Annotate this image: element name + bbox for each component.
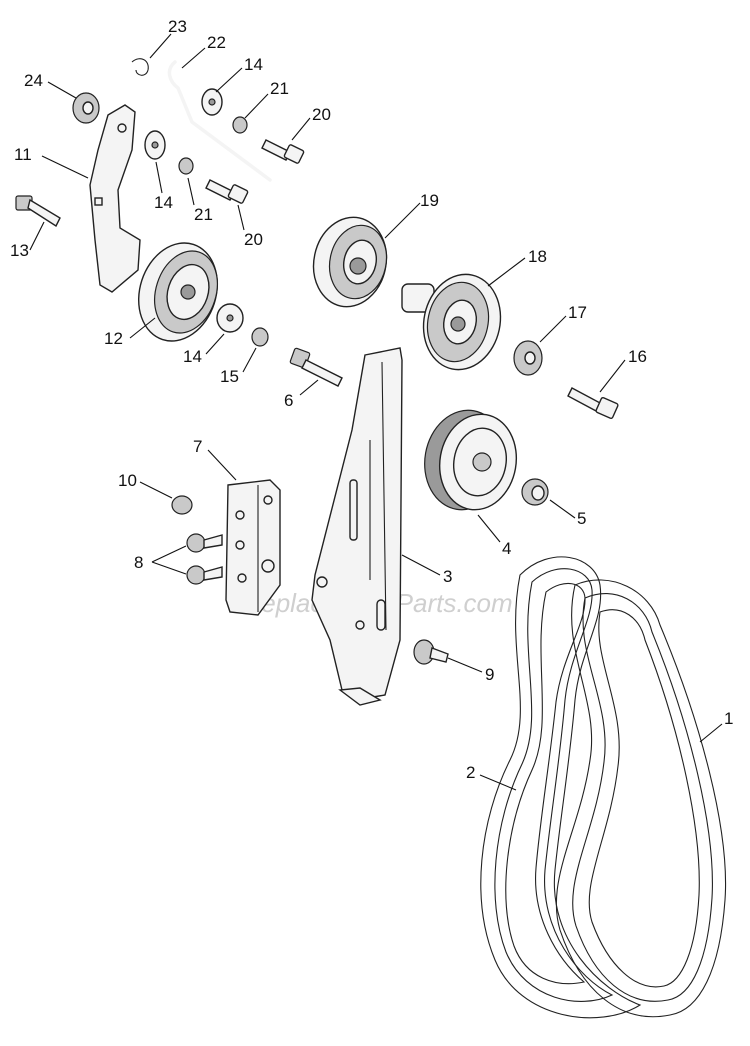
callout-11: 11: [14, 145, 32, 164]
bracket-11: [89, 104, 141, 293]
callout-16: 16: [628, 347, 647, 366]
callout-3: 3: [443, 567, 452, 586]
washer-14-low: [216, 303, 244, 333]
callout-4: 4: [502, 539, 511, 558]
callout-15: 15: [220, 367, 239, 386]
callout-8: 8: [134, 553, 143, 572]
callout-9: 9: [485, 665, 494, 684]
callout-6: 6: [284, 391, 293, 410]
pulley-4: [424, 409, 518, 511]
callout-21-mid: 21: [194, 205, 213, 224]
nut-21-mid: [178, 157, 194, 175]
bolt-16: [567, 387, 619, 420]
callout-2: 2: [466, 763, 475, 782]
mounting-plate-7: [225, 479, 281, 616]
nut-15: [251, 327, 269, 347]
callout-13: 13: [10, 241, 29, 260]
washer-14-mid: [144, 130, 166, 160]
bolt-20-mid: [205, 179, 249, 204]
leader-lines: [29, 33, 723, 791]
callout-7: 7: [193, 437, 202, 456]
rod-22: [167, 60, 272, 182]
nut-21-top: [232, 116, 248, 134]
idler-bracket-3: [311, 347, 403, 706]
callout-12: 12: [104, 329, 123, 348]
pulley-19: [312, 216, 388, 308]
nut-10: [171, 495, 193, 515]
callout-19: 19: [420, 191, 439, 210]
callout-24: 24: [24, 71, 43, 90]
callout-10: 10: [118, 471, 137, 490]
bolt-8b: [186, 565, 223, 585]
washer-24: [72, 92, 100, 124]
callout-20-top: 20: [312, 105, 331, 124]
bolt-6: [289, 347, 343, 387]
callout-14-low: 14: [183, 347, 202, 366]
callout-20-mid: 20: [244, 230, 263, 249]
nut-5: [521, 478, 549, 506]
callout-14-mid: 14: [154, 193, 173, 212]
callout-17: 17: [568, 303, 587, 322]
callout-14-top: 14: [244, 55, 263, 74]
callout-1: 1: [724, 709, 733, 728]
callout-22: 22: [207, 33, 226, 52]
bolt-8a: [186, 533, 223, 553]
bolt-13: [15, 195, 61, 228]
callout-5: 5: [577, 509, 586, 528]
bolt-9: [413, 639, 449, 665]
washer-17: [513, 340, 543, 376]
pulley-12: [137, 242, 219, 342]
callout-23: 23: [168, 17, 187, 36]
washer-14-top: [201, 88, 223, 116]
callout-21-top: 21: [270, 79, 289, 98]
bolt-20-top: [261, 139, 305, 164]
callout-labels: 23 22 14 21 20 24 11 13 14 21 20 12 14 1…: [10, 17, 733, 782]
belt-1: [555, 579, 727, 1018]
clip-23: [131, 58, 149, 76]
callout-18: 18: [528, 247, 547, 266]
pulley-18: [401, 273, 502, 371]
belt-2: [480, 556, 642, 1019]
